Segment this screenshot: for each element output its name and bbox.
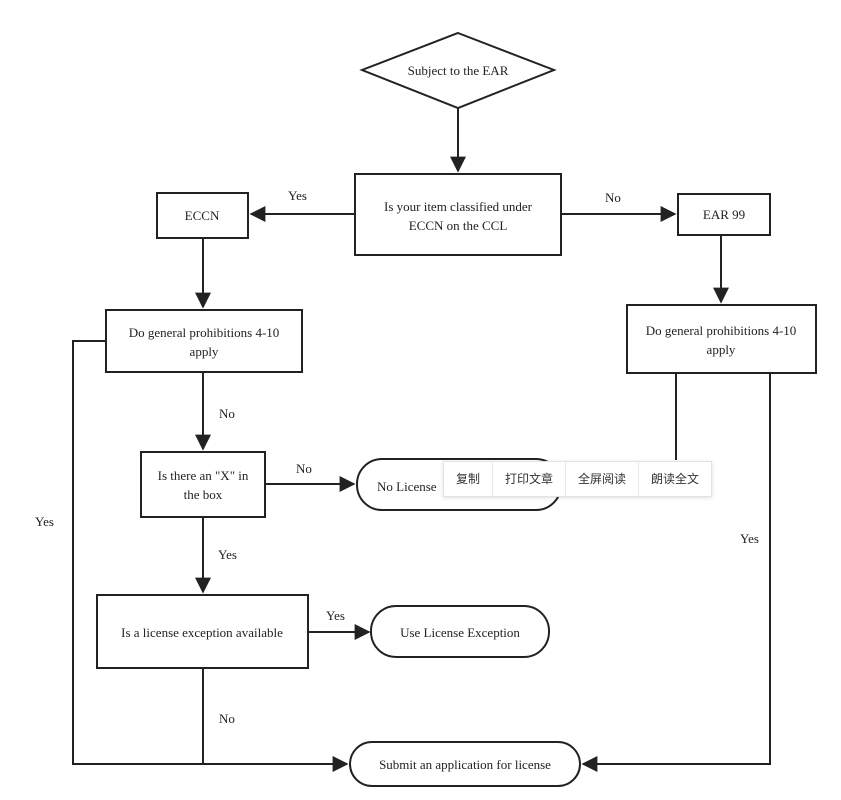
edge-label-xbox-yes: Yes [218, 547, 237, 562]
copy-button[interactable]: 复制 [444, 462, 494, 496]
node-submit-label: Submit an application for license [379, 757, 551, 772]
node-no-license-label: No License [377, 479, 437, 494]
node-start-label: Subject to the EAR [408, 63, 509, 78]
edge-label-gp-right-yes: Yes [740, 531, 759, 546]
edge-label-classified-yes: Yes [288, 188, 307, 203]
edge-label-classified-no: No [605, 190, 621, 205]
node-xbox: Is there an "X" in the box [140, 451, 266, 518]
node-gp-left-label-2: apply [190, 344, 219, 359]
node-submit: Submit an application for license [349, 741, 581, 787]
node-classified-label-1: Is your item classified under [384, 199, 533, 214]
edge-label-xbox-no: No [296, 461, 312, 476]
edge-label-gp-left-no: No [219, 406, 235, 421]
node-xbox-label-1: Is there an "X" in [158, 468, 249, 483]
node-start: Subject to the EAR [359, 31, 557, 110]
edge-gp-left-yes-to-submit [72, 340, 349, 772]
node-gp-right-label-2: apply [707, 342, 736, 357]
node-use-exception-label: Use License Exception [400, 625, 520, 640]
edge-labels: Yes No No Yes No Yes Yes No Yes [35, 188, 759, 726]
node-eccn-label: ECCN [185, 208, 220, 223]
edge-label-exception-yes: Yes [326, 608, 345, 623]
read-aloud-button[interactable]: 朗读全文 [651, 472, 700, 486]
node-exception-question-label: Is a license exception available [121, 625, 283, 640]
node-gp-left: Do general prohibitions 4-10 apply [105, 309, 303, 373]
fullscreen-read-button[interactable]: 全屏阅读 [566, 462, 640, 496]
node-use-exception: Use License Exception [370, 605, 550, 658]
edge-label-gp-left-yes: Yes [35, 514, 54, 529]
edge-gp-right-yes-to-submit [581, 373, 771, 772]
node-classified-label-2: ECCN on the CCL [409, 218, 508, 233]
node-exception-question: Is a license exception available [96, 594, 309, 669]
connectors [72, 108, 771, 772]
node-ear99: EAR 99 [677, 193, 771, 236]
node-xbox-label-2: the box [184, 487, 223, 502]
node-gp-right: Do general prohibitions 4-10 apply [626, 304, 817, 374]
node-eccn: ECCN [156, 192, 249, 239]
node-ear99-label: EAR 99 [703, 207, 745, 222]
print-article-button[interactable]: 打印文章 [493, 462, 567, 496]
node-classified: Is your item classified under ECCN on th… [354, 173, 562, 256]
node-gp-right-label-1: Do general prohibitions 4-10 [646, 323, 797, 338]
edge-label-exception-no: No [219, 711, 235, 726]
text-selection-toolbar: 复制 打印文章 全屏阅读 朗读全文 [443, 461, 713, 497]
node-gp-left-label-1: Do general prohibitions 4-10 [129, 325, 280, 340]
